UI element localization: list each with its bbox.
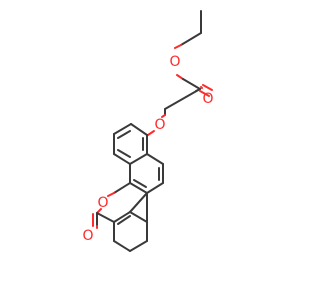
oxymethylene-linker xyxy=(147,108,166,136)
lactone-ring-oxygen-label: O xyxy=(97,195,108,211)
molecule-diagram: O O O O O xyxy=(82,10,214,252)
aryl-ether-oxygen-label: O xyxy=(154,117,165,133)
ester-carbonyl-oxygen-label: O xyxy=(202,91,213,107)
lactone-carbonyl-oxygen-label: O xyxy=(82,228,93,244)
upper-benzene-ring xyxy=(113,123,148,165)
cyclohexene-ring xyxy=(113,192,148,252)
ester-ether-oxygen-label: O xyxy=(169,54,180,70)
lactone-ring xyxy=(92,182,148,229)
ethyl-group xyxy=(174,10,202,49)
ester-group xyxy=(164,74,213,110)
middle-benzene-ring xyxy=(129,153,164,194)
